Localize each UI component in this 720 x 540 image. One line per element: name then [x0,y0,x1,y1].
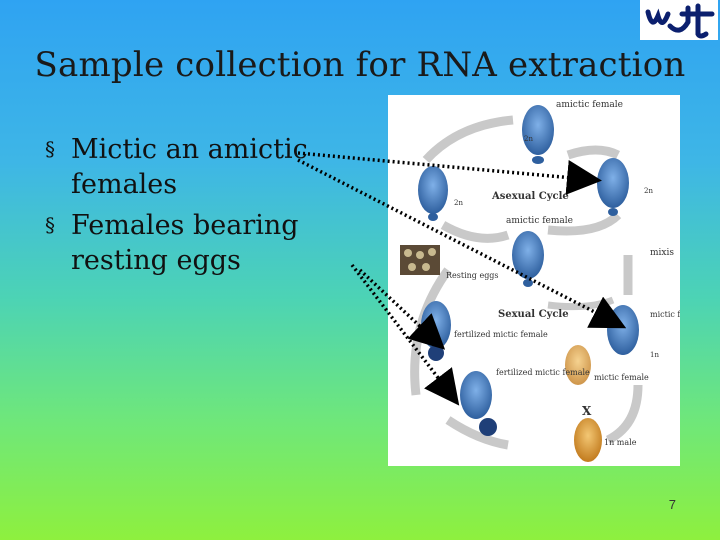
label-ploidy: 2n [454,199,463,207]
bullet-text: Mictic an amictic females [71,134,308,200]
label-sexual-cycle: Sexual Cycle [498,309,569,320]
label-male: 1n male [604,438,637,447]
label-fertilized-mictic-female-2: fertilized mictic female [496,368,590,377]
bullet-list: § Mictic an amictic females § Females be… [45,132,335,284]
bullet-item: § Mictic an amictic females [45,132,335,202]
rotifer-life-cycle-figure: amictic female Asexual Cycle amictic fem… [388,95,705,466]
square-bullet-icon: § [45,213,55,237]
label-mictic-female-center: mictic female [594,373,649,382]
label-ploidy: 1n [650,351,659,359]
slide-title: Sample collection for RNA extraction [34,45,686,85]
label-resting-eggs: Resting eggs [446,271,499,280]
label-ploidy: 2n [524,135,533,143]
label-amictic-female-mid: amictic female [506,216,573,226]
label-ploidy: 2n [644,187,653,195]
label-asexual-cycle: Asexual Cycle [491,191,569,202]
label-mixis: mixis [650,248,674,258]
bullet-text: Females bearing resting eggs [71,210,299,276]
bullet-item: § Females bearing resting eggs [45,208,335,278]
label-fertilized-mictic-female-1: fertilized mictic female [454,330,548,339]
label-cross: X [582,404,592,418]
institution-logo-icon [640,0,718,40]
label-amictic-female-top: amictic female [556,100,623,110]
square-bullet-icon: § [45,137,55,161]
page-number: 7 [668,497,676,512]
label-mictic-female-right: mictic female [650,310,680,319]
